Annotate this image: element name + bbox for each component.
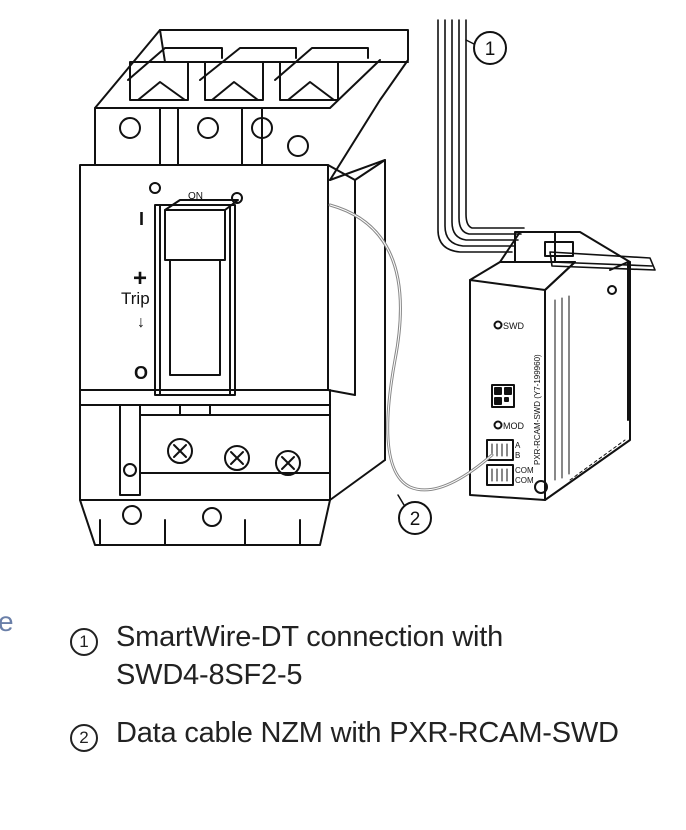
trip-label: Trip bbox=[121, 289, 150, 308]
legend-2-text: Data cable NZM with PXR-RCAM-SWD bbox=[116, 714, 619, 752]
callout-1: 1 bbox=[473, 31, 507, 65]
plus-symbol: + bbox=[133, 265, 147, 292]
data-cable-nzm bbox=[328, 203, 494, 492]
on-symbol: I bbox=[139, 209, 144, 229]
terminal-b-label: B bbox=[515, 451, 520, 460]
legend-1-line2: SWD4-8SF2-5 bbox=[116, 659, 303, 691]
callout-1-number: 1 bbox=[485, 39, 496, 60]
legend-1-line1: SmartWire-DT connection with bbox=[116, 621, 504, 653]
legend-2-line1: Data cable NZM with PXR-RCAM-SWD bbox=[116, 717, 619, 749]
terminal-com2-label: COM bbox=[515, 476, 534, 485]
breaker-module-diagram: ON I + Trip ↓ O SWD MOD A B COM COM PXR-… bbox=[79, 19, 656, 546]
swd-label: SWD bbox=[503, 321, 524, 331]
legend-2-badge: 2 bbox=[70, 724, 98, 752]
module-model-label: PXR-RCAM-SWD (Y7-199960) bbox=[533, 354, 542, 465]
pxr-rcam-swd-module bbox=[469, 231, 631, 501]
on-label: ON bbox=[188, 191, 203, 202]
page-edge-fragment: e bbox=[0, 606, 14, 637]
off-symbol: O bbox=[134, 363, 148, 383]
terminal-a-label: A bbox=[515, 441, 521, 450]
callout-2-number: 2 bbox=[410, 509, 421, 530]
callout-2: 2 bbox=[398, 501, 432, 535]
legend-1-badge: 1 bbox=[70, 628, 98, 656]
mod-label: MOD bbox=[503, 421, 524, 431]
trip-arrow-icon: ↓ bbox=[137, 314, 145, 331]
terminal-com1-label: COM bbox=[515, 466, 534, 475]
legend-1-text: SmartWire-DT connection with SWD4-8SF2-5 bbox=[116, 618, 503, 694]
circuit-breaker bbox=[79, 29, 409, 546]
legend-item-2: 2 Data cable NZM with PXR-RCAM-SWD bbox=[70, 714, 670, 752]
legend: 1 SmartWire-DT connection with SWD4-8SF2… bbox=[70, 618, 670, 772]
legend-item-1: 1 SmartWire-DT connection with SWD4-8SF2… bbox=[70, 618, 670, 694]
